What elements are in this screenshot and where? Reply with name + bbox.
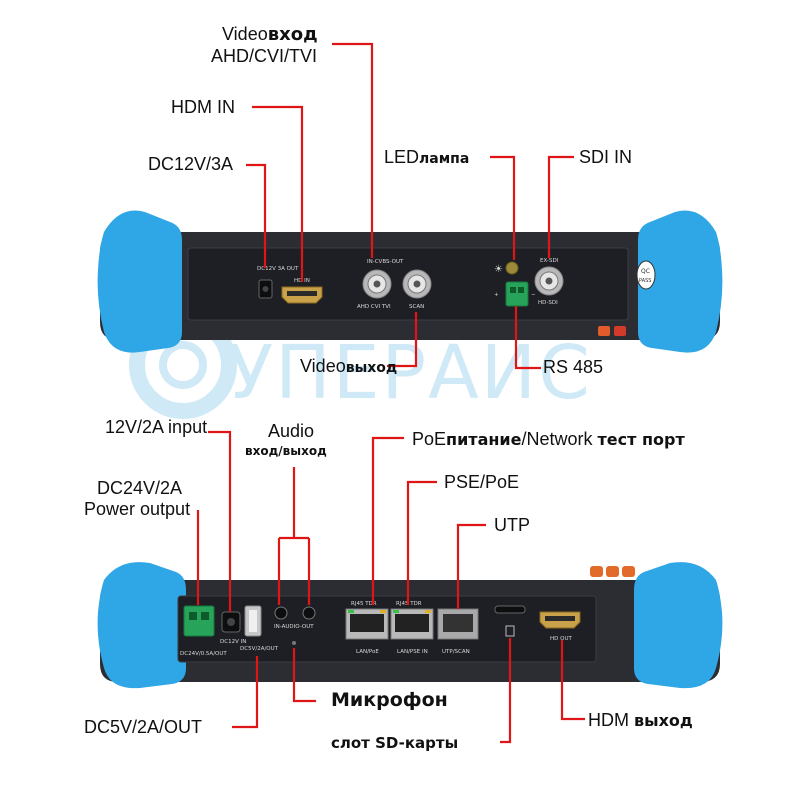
label-dc5v: DC5V/2A/OUT — [84, 717, 203, 737]
right-bumper — [638, 210, 723, 353]
audio-jack-out — [302, 606, 316, 620]
label-hdmi-in: HDM IN — [171, 97, 235, 117]
label-hdmi-out: HDM выход — [588, 710, 693, 730]
left-bumper — [97, 210, 182, 353]
watermark: УПЕРАЙС — [129, 311, 592, 419]
svg-text:QC: QC — [641, 268, 650, 275]
microphone-hole — [292, 641, 296, 645]
label-audio-sub: вход/выход — [245, 444, 327, 458]
hdmi-out-port-label: HD OUT — [550, 636, 572, 642]
label-sd-slot: слот SD-карты — [331, 734, 459, 752]
label-dc-in: DC12V/3A — [148, 154, 234, 174]
label-utp: UTP — [494, 515, 530, 535]
rj45-2-label: LAN/PSE IN — [397, 649, 428, 655]
rj45-1-label: LAN/PoE — [356, 649, 379, 655]
bottom-left-bumper — [97, 562, 186, 689]
label-poe: PoEпитание/Network тест порт — [412, 429, 685, 449]
bnc-connector-1 — [362, 269, 392, 299]
dc24v-terminal — [183, 605, 215, 637]
usb-port-label: DC5V/2A/OUT — [240, 646, 279, 652]
label-pse-poe: PSE/PoE — [444, 472, 520, 492]
utp-port — [437, 608, 479, 640]
label-video-in-formats: AHD/CVI/TVI — [211, 46, 318, 66]
rs485-terminal — [505, 281, 529, 307]
bnc-group-label: IN-CVBS-OUT — [367, 259, 404, 265]
label-audio: Audio — [268, 421, 315, 441]
bulb-icon: ☀ — [494, 264, 503, 275]
sdi-port2-label: HD-SDI — [538, 300, 558, 306]
label-dc24-line2: Power output — [84, 499, 191, 519]
qc-badge: QC PASS — [636, 260, 656, 290]
svg-text:−: − — [531, 292, 536, 298]
top-device: DC12V 3A OUT HD IN IN-CVBS-OUT AHD CVI T… — [97, 210, 723, 353]
watermark-text: УПЕРАЙС — [228, 328, 592, 416]
sdi-bnc-connector — [534, 266, 564, 296]
terminal-port-label: DC24V/0.5A/OUT — [180, 651, 227, 657]
bottom-right-bumper — [634, 562, 723, 689]
bnc2-label: SCAN — [409, 304, 424, 310]
label-video-in: Videoвход — [222, 24, 318, 45]
rj45-1-top-label: RJ45 TDR — [351, 601, 377, 607]
rj45-port-1 — [345, 608, 389, 640]
label-dc24-line1: DC24V/2A — [97, 478, 183, 498]
bnc1-label: AHD CVI TVI — [357, 304, 391, 310]
label-sdi-in: SDI IN — [579, 147, 633, 167]
sd-card-slot — [494, 605, 526, 614]
label-input-12v: 12V/2A input — [105, 417, 208, 437]
audio-jack-in — [274, 606, 288, 620]
dc-port-label: DC12V 3A OUT — [257, 266, 299, 272]
bottom-leader-lines — [196, 430, 585, 744]
label-video-out: Videoвыход — [300, 356, 398, 376]
utp-port-label: UTP/SCAN — [442, 649, 470, 655]
bnc-connector-2 — [402, 269, 432, 299]
label-microphone: Микрофон — [331, 689, 448, 711]
rj45-port-2 — [390, 608, 434, 640]
top-leader-lines — [246, 42, 574, 370]
dc-in-port-label: DC12V IN — [220, 639, 246, 645]
bottom-device: DC24V/0.5A/OUT DC12V IN DC5V/2A/OUT IN-A… — [97, 562, 723, 689]
sdi-port-label: EX-SDI — [540, 258, 559, 264]
svg-text:PASS: PASS — [639, 278, 651, 284]
label-led: LEDлампа — [384, 147, 470, 167]
label-rs485: RS 485 — [543, 357, 604, 377]
svg-text:+: + — [494, 292, 499, 298]
audio-port-label: IN-AUDIO-OUT — [274, 624, 314, 630]
led-lamp — [505, 261, 519, 275]
